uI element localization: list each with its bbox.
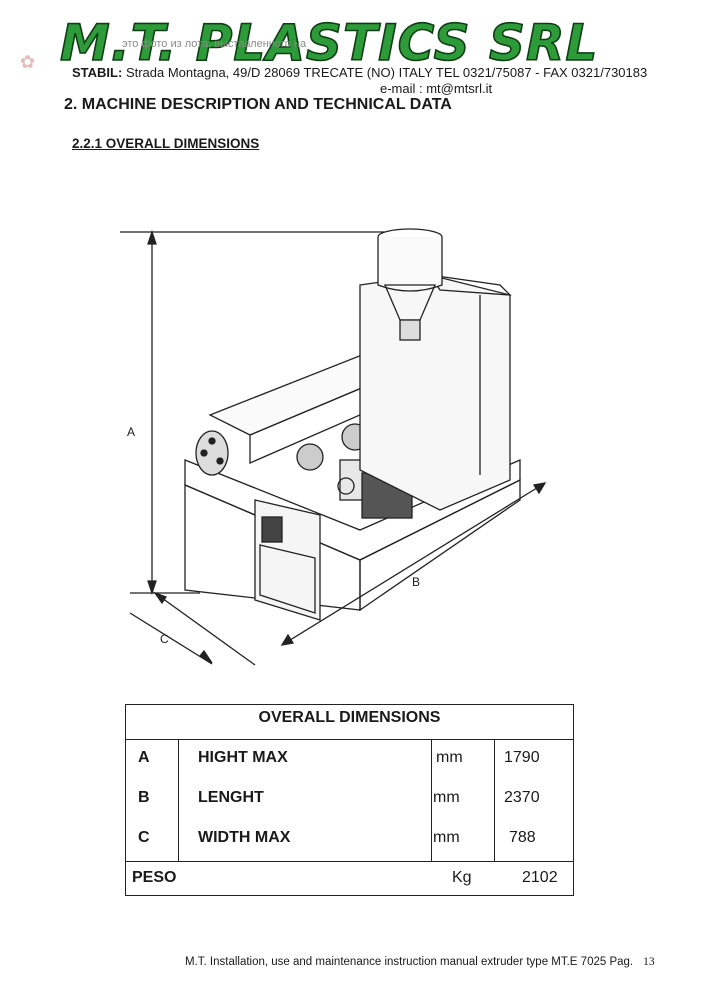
page-number: 13 [643, 956, 655, 968]
company-name: M.T. PLASTICS SRL [60, 14, 598, 72]
row-value: 2370 [504, 789, 540, 806]
extruder-drawing [120, 228, 547, 666]
company-logo: M.T. PLASTICS SRL [59, 13, 598, 73]
watermark-logo: ✿ [20, 52, 36, 72]
row-unit: mm [433, 789, 460, 806]
row-unit: mm [436, 749, 463, 766]
hopper-throat [399, 319, 421, 341]
footer-text: M.T. Installation, use and maintenance i… [185, 956, 634, 968]
table-title: OVERALL DIMENSIONS [126, 705, 573, 740]
flange-bolt [200, 449, 208, 457]
company-email: e-mail : mt@mtsrl.it [380, 81, 493, 96]
row-unit: mm [433, 829, 460, 846]
address-text: Strada Montagna, 49/D 28069 TRECATE (NO)… [125, 65, 648, 80]
arrow-c-top [153, 591, 167, 605]
arrow-a-top [147, 229, 157, 245]
flange-bolt [216, 457, 224, 465]
row-name: LENGHT [198, 789, 264, 806]
table-body [126, 739, 573, 862]
address-label: STABIL: [72, 65, 123, 80]
cabinet-door [259, 544, 316, 614]
section-title: 2. MACHINE DESCRIPTION AND TECHNICAL DAT… [64, 96, 452, 113]
fan-1 [296, 443, 324, 471]
column-divider [178, 739, 179, 861]
column-divider [494, 739, 495, 861]
row-code: A [138, 749, 150, 766]
subsection-title: 2.2.1 OVERALL DIMENSIONS [72, 136, 260, 151]
arrow-a-bottom [147, 580, 157, 596]
watermark-text: это фото из лота, выставленного на [122, 38, 307, 50]
company-address: STABIL: Strada Montagna, 49/D 28069 TREC… [72, 65, 647, 80]
page-footer: M.T. Installation, use and maintenance i… [185, 956, 655, 968]
dimension-b-line [281, 482, 546, 646]
dimension-label-b: B [412, 575, 421, 589]
weight-label: PESO [132, 869, 177, 886]
row-code: B [138, 789, 150, 806]
arrow-b-right [532, 482, 547, 495]
drive-housing [359, 274, 511, 511]
row-value: 1790 [504, 749, 540, 766]
base-side-panel [359, 478, 521, 612]
control-panel [261, 516, 283, 543]
row-code: C [138, 829, 150, 846]
weight-value: 2102 [522, 869, 558, 886]
row-name: HIGHT MAX [198, 749, 288, 766]
motor-shaft [337, 477, 355, 495]
row-value: 788 [509, 829, 536, 846]
dimension-label-a: A [127, 425, 136, 439]
dimensions-table: OVERALL DIMENSIONS A HIGHT MAX mm 1790 B… [125, 704, 574, 896]
dimension-c-line [154, 592, 256, 666]
arrow-b-left [280, 633, 295, 646]
dimension-label-c: C [160, 632, 169, 646]
row-name: WIDTH MAX [198, 829, 291, 846]
column-divider [431, 739, 432, 861]
weight-unit: Kg [452, 869, 472, 886]
hopper-body [377, 237, 443, 292]
arrow-c-bottom [199, 649, 213, 664]
dimension-c-base [129, 612, 213, 665]
flange-bolt [208, 437, 216, 445]
